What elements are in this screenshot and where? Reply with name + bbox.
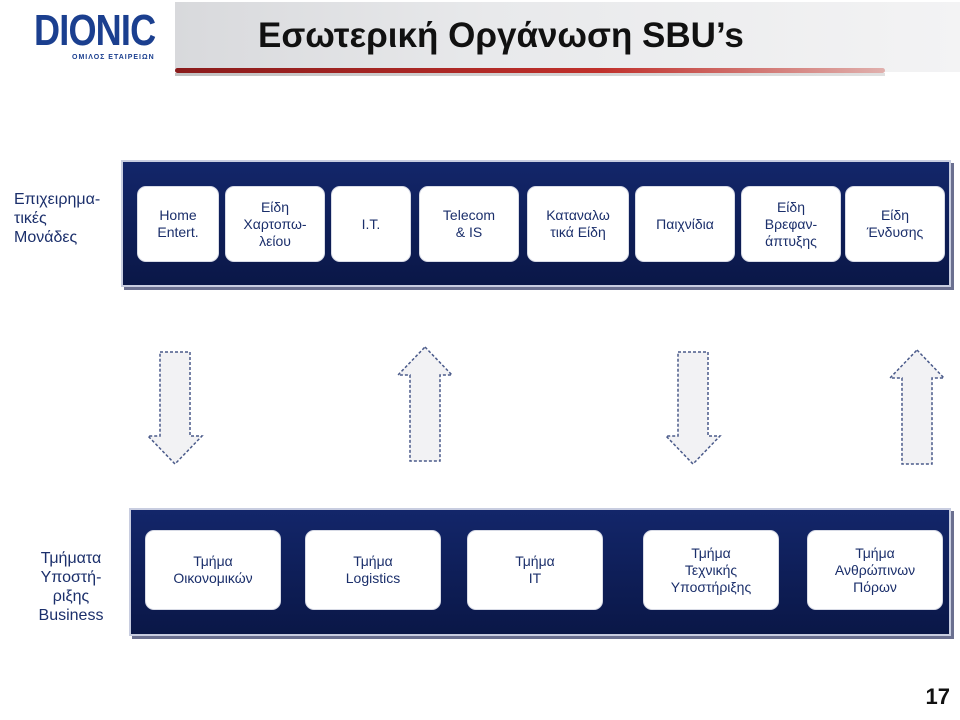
logo-subtext: ΟΜΙΛΟΣ ΕΤΑΙΡΕΙΩΝ — [72, 54, 155, 61]
sbu-card-consumer-goods[interactable]: Καταναλω τικά Είδη — [527, 186, 629, 262]
logo-text: DIONIC — [34, 6, 156, 55]
business-units-label: Επιχειρημα- τικές Μονάδες — [14, 191, 101, 246]
arrow-up-icon — [396, 345, 454, 462]
dept-card-finance[interactable]: Τμήμα Οικονομικών — [145, 530, 281, 610]
title-underline-shadow — [175, 73, 885, 76]
dept-card-label: Τμήμα IT — [515, 553, 555, 586]
sbu-card-label: Είδη Ένδυσης — [866, 207, 924, 240]
sbu-card-stationery[interactable]: Είδη Χαρτοπω- λείου — [225, 186, 325, 262]
header-band — [175, 2, 960, 72]
sbu-card-label: Είδη Βρεφαν- άπτυξης — [764, 198, 818, 249]
dept-card-label: Τμήμα Τεχνικής Υποστήριξης — [670, 544, 752, 595]
dept-card-human-resources[interactable]: Τμήμα Ανθρώπινων Πόρων — [807, 530, 943, 610]
support-departments-panel: Τμήμα Οικονομικών Τμήμα Logistics Τμήμα … — [129, 508, 951, 636]
page-number: 17 — [925, 684, 950, 709]
business-units-panel: Home Entert. Είδη Χαρτοπω- λείου I.T. Te… — [121, 160, 951, 287]
sbu-card-it[interactable]: I.T. — [331, 186, 411, 262]
sbu-card-toys[interactable]: Παιχνίδια — [635, 186, 735, 262]
page-title: Εσωτερική Οργάνωση SBU’s — [258, 16, 744, 55]
sbu-card-label: Είδη Χαρτοπω- λείου — [243, 198, 307, 249]
arrow-up-icon — [888, 348, 946, 465]
dept-card-label: Τμήμα Οικονομικών — [173, 553, 253, 586]
sbu-card-label: Καταναλω τικά Είδη — [546, 207, 610, 240]
title-underline — [175, 68, 885, 73]
sbu-card-label: Home Entert. — [157, 207, 199, 240]
support-departments-label: Τμήματα Υποστή- ριξης Business — [38, 550, 104, 624]
sbu-card-label: Παιχνίδια — [656, 215, 714, 232]
dept-card-label: Τμήμα Ανθρώπινων Πόρων — [834, 544, 916, 595]
dept-card-logistics[interactable]: Τμήμα Logistics — [305, 530, 441, 610]
sbu-card-clothing[interactable]: Είδη Ένδυσης — [845, 186, 945, 262]
sbu-card-baby-care[interactable]: Είδη Βρεφαν- άπτυξης — [741, 186, 841, 262]
arrow-down-icon — [664, 351, 722, 466]
sbu-card-home-entertainment[interactable]: Home Entert. — [137, 186, 219, 262]
dept-card-it[interactable]: Τμήμα IT — [467, 530, 603, 610]
company-logo: DIONIC ΟΜΙΛΟΣ ΕΤΑΙΡΕΙΩΝ — [22, 4, 172, 64]
sbu-card-label: Telecom & IS — [442, 207, 496, 240]
sbu-card-telecom[interactable]: Telecom & IS — [419, 186, 519, 262]
dept-card-label: Τμήμα Logistics — [345, 553, 401, 586]
arrow-down-icon — [146, 351, 204, 466]
dept-card-technical-support[interactable]: Τμήμα Τεχνικής Υποστήριξης — [643, 530, 779, 610]
sbu-card-label: I.T. — [361, 215, 381, 232]
